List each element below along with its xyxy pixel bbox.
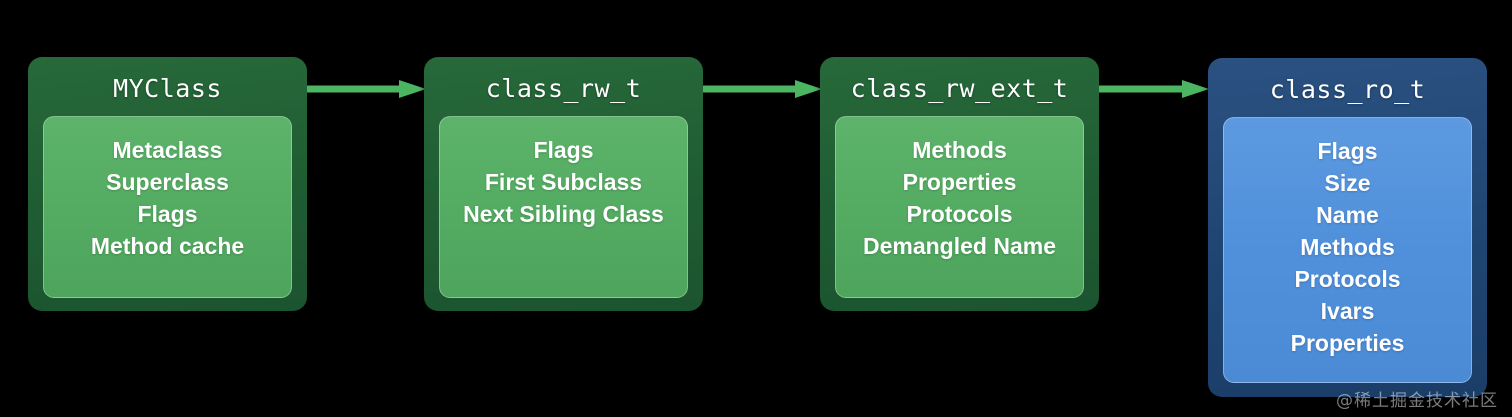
field-item: Superclass [106,169,229,195]
field-item: Metaclass [112,137,223,163]
node-title: class_rw_ext_t [850,74,1069,103]
arrow-class-rw-ext-t-to-class-ro-t [1099,80,1209,98]
field-item: Ivars [1320,298,1375,324]
node-class-rw-t[interactable]: class_rw_t Flags First Subclass Next Sib… [424,57,703,311]
field-item: Method cache [90,233,245,259]
field-item: Flags [533,137,594,163]
field-item: Methods [912,137,1007,163]
field-item: Properties [1290,330,1405,356]
field-item: Size [1324,170,1371,196]
node-title: class_rw_t [485,74,642,103]
watermark-label: @稀土掘金技术社区 [1336,391,1498,411]
node-field-panel: Methods Properties Protocols Demangled N… [835,116,1084,298]
node-field-panel: Metaclass Superclass Flags Method cache [43,116,292,298]
field-item: Protocols [1294,266,1401,292]
arrow-myclass-to-class-rw-t [307,80,426,98]
arrow-class-rw-t-to-class-rw-ext-t [703,80,822,98]
field-item: First Subclass [484,169,643,195]
field-item: Protocols [906,201,1013,227]
field-item: Methods [1300,234,1395,260]
field-item: Name [1316,202,1379,228]
field-item: Flags [137,201,198,227]
field-item: Demangled Name [862,233,1056,259]
node-myclass[interactable]: MYClass Metaclass Superclass Flags Metho… [28,57,307,311]
node-title: class_ro_t [1269,75,1426,104]
field-item: Flags [1317,138,1378,164]
node-field-panel: Flags First Subclass Next Sibling Class [439,116,688,298]
field-item: Next Sibling Class [463,201,664,227]
node-field-panel: Flags Size Name Methods Protocols Ivars … [1223,117,1472,383]
node-class-ro-t[interactable]: class_ro_t Flags Size Name Methods Proto… [1208,58,1487,397]
node-title: MYClass [113,74,222,103]
node-class-rw-ext-t[interactable]: class_rw_ext_t Methods Properties Protoc… [820,57,1099,311]
field-item: Properties [902,169,1017,195]
